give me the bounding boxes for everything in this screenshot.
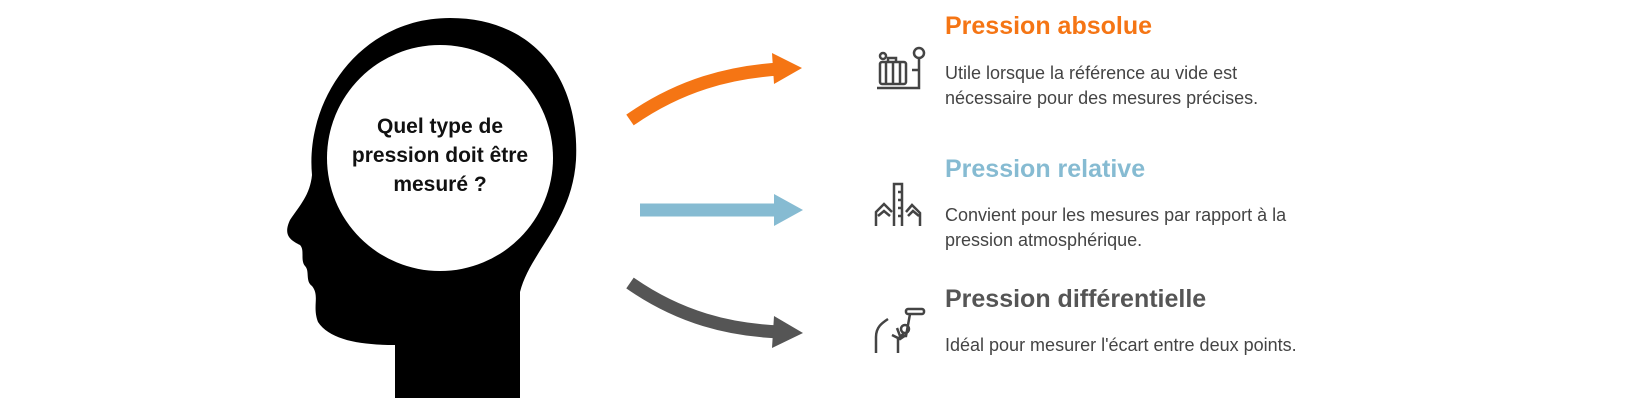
arrowhead-relative xyxy=(774,194,803,226)
pressure-gauge-tank-icon xyxy=(877,46,926,90)
option-description-absolute: Utile lorsque la référence au vide est n… xyxy=(945,63,1259,108)
option-title-relative: Pression relative xyxy=(945,155,1146,183)
arrowhead-differential xyxy=(772,316,803,348)
option-title-absolute: Pression absolue xyxy=(945,12,1153,40)
question-text: Quel type de pression doit être mesuré ? xyxy=(351,115,529,196)
hand-measuring-icon xyxy=(874,307,926,353)
barometer-mountains-icon xyxy=(874,182,922,226)
option-title-differential: Pression différentielle xyxy=(945,285,1207,313)
arrow-absolute xyxy=(626,62,781,126)
option-description-differential: Idéal pour mesurer l'écart entre deux po… xyxy=(945,335,1297,355)
arrow-differential xyxy=(626,277,781,339)
option-description-relative: Convient pour les mesures par rapport à … xyxy=(945,205,1287,250)
arrowhead-absolute xyxy=(772,53,802,84)
thought-circle xyxy=(327,45,553,271)
